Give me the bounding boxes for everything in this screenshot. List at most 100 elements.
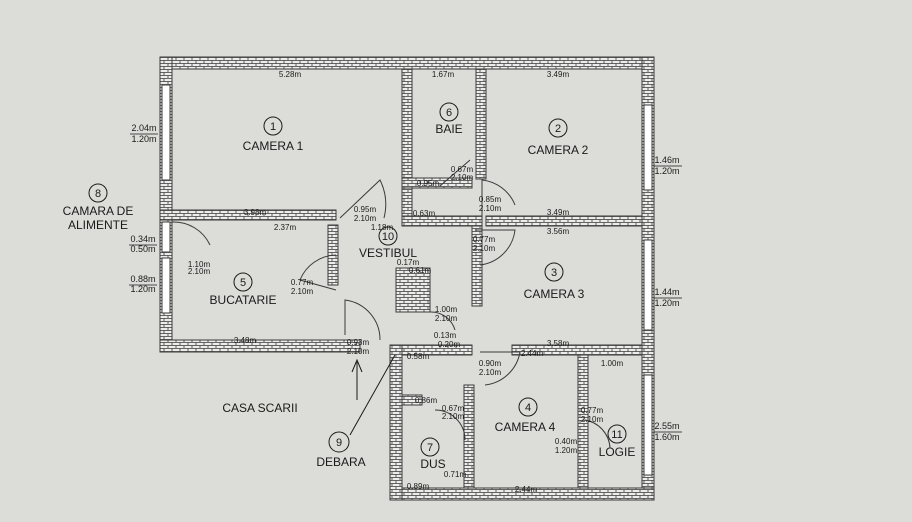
window-bucatarie: [161, 257, 171, 314]
room-9-number: 9: [336, 437, 342, 449]
room-7-number: 7: [427, 442, 433, 454]
dim-label: 0.61m: [409, 266, 432, 275]
dim-label: 0.93m: [347, 338, 370, 347]
window-logie: [643, 374, 653, 476]
dim-label: 1.20m: [555, 446, 578, 455]
wall-dus-right: [463, 384, 475, 489]
wall-debara: [395, 267, 431, 313]
door-logie: [584, 419, 611, 449]
room-8-name-line1: CAMARA DE: [63, 204, 134, 218]
window-dim-bottom: 1.20m: [130, 284, 155, 294]
wall-bath-right: [475, 68, 487, 180]
room-10-number: 10: [382, 231, 394, 243]
dim-label: 2.10m: [442, 412, 465, 421]
dim-label: 2.10m: [188, 267, 211, 276]
room-3-name: CAMERA 3: [524, 287, 585, 301]
room-8-number: 8: [95, 188, 101, 200]
window-dim-bottom: 1.20m: [654, 298, 679, 308]
dim-label: 2.37m: [274, 223, 297, 232]
window-dim-top: 1.44m: [654, 287, 679, 297]
room-3-number: 3: [551, 267, 557, 279]
wall-c3-bottom: [511, 344, 643, 356]
room-1-number: 1: [270, 121, 276, 133]
dim-label: 0.85m: [479, 195, 502, 204]
dim-label: 3.49m: [547, 70, 570, 79]
dim-label: 2.10m: [473, 244, 496, 253]
room-9-name: DEBARA: [316, 455, 365, 469]
room-4-name: CAMERA 4: [495, 420, 556, 434]
dim-label: 0.13m: [434, 331, 457, 340]
dim-label: 2.10m: [479, 368, 502, 377]
outside-label: CASA SCARII: [222, 401, 297, 415]
dim-label: 3.98m: [244, 208, 267, 217]
dim-label: 2.10m: [291, 287, 314, 296]
debara-pointer: [349, 354, 396, 436]
dim-label: 1.67m: [432, 70, 455, 79]
dim-label: 0.95m: [354, 205, 377, 214]
dim-label: 0.90m: [479, 359, 502, 368]
wall-logie-left: [577, 354, 589, 489]
wall-bottom-left: [159, 339, 361, 353]
door-camera1: [339, 179, 387, 219]
dim-label: 0.63m: [413, 209, 436, 218]
wall-bath-left: [401, 68, 413, 220]
room-7-name: DUS: [420, 457, 445, 471]
wall-dus-mid: [401, 394, 423, 406]
dim-label: 1.00m: [435, 305, 458, 314]
dim-label: 0.77m: [473, 235, 496, 244]
dim-label: 2.44m: [521, 349, 544, 358]
dim-label: 2.10m: [347, 347, 370, 356]
window-dim-top: 0.88m: [130, 274, 155, 284]
dim-label: 0.17m: [397, 258, 420, 267]
window-camera2: [643, 104, 653, 191]
wall-top: [159, 56, 655, 70]
door-camera4: [480, 351, 521, 386]
window-dimension-labels: 2.04m 1.20m 0.34m 0.50m 0.88m 1.20m 1.46…: [129, 123, 682, 442]
door-camera2: [481, 179, 516, 218]
door-camera3: [475, 229, 516, 266]
dim-label: 0.89m: [407, 482, 430, 491]
room-6-number: 6: [446, 107, 452, 119]
entrance-arrow: [351, 358, 363, 400]
dim-label: 0.77m: [291, 278, 314, 287]
dim-label: 0.67m: [451, 165, 474, 174]
room-2-name: CAMERA 2: [528, 143, 589, 157]
wall-bath-bottom: [401, 177, 473, 189]
room-11-name: LOGIE: [599, 445, 636, 459]
window-dim-top: 1.46m: [654, 155, 679, 165]
door-baie: [439, 159, 471, 187]
room-labels: 1 CAMERA 1 2 CAMERA 2 3 CAMERA 3 4 CAMER…: [63, 102, 636, 471]
room-10-name: VESTIBUL: [359, 246, 417, 260]
room-6-name: BAIE: [435, 122, 462, 136]
walls: [159, 56, 655, 501]
dim-label: 0.20m: [438, 340, 461, 349]
room-2-number: 2: [555, 123, 561, 135]
dim-label: 2.44m: [515, 485, 538, 494]
window-camara: [161, 221, 171, 253]
doors: [171, 159, 611, 449]
room-11-number: 11: [611, 429, 622, 441]
dim-label: 5.28m: [279, 70, 302, 79]
window-dim-bottom: 1.20m: [131, 134, 156, 144]
dim-label: 1.18m: [371, 223, 394, 232]
dim-label: 1.10m: [188, 260, 211, 269]
dim-label: 2.10m: [435, 314, 458, 323]
dim-label: 0.71m: [444, 470, 467, 479]
room-5-number: 5: [240, 277, 246, 289]
wall-c3-left: [471, 225, 483, 307]
window-dim-top: 2.55m: [654, 421, 679, 431]
wall-c2-bottom: [485, 215, 643, 227]
dim-label: 3.56m: [547, 227, 570, 236]
window-camera3: [643, 239, 653, 331]
wall-kitchen-top: [159, 209, 337, 221]
dim-label: 0.67m: [442, 404, 465, 413]
window-dim-bottom: 1.20m: [654, 166, 679, 176]
window-dim-top: 0.34m: [130, 234, 155, 244]
dim-label: 2.10m: [581, 415, 604, 424]
room-5-name: BUCATARIE: [210, 293, 277, 307]
dimension-labels: 5.28m 1.67m 3.49m 3.98m 2.37m 3.49m 3.56…: [188, 70, 624, 494]
dim-label: 0.77m: [581, 406, 604, 415]
dim-label: 0.86m: [415, 396, 438, 405]
dim-label: 3.58m: [547, 339, 570, 348]
